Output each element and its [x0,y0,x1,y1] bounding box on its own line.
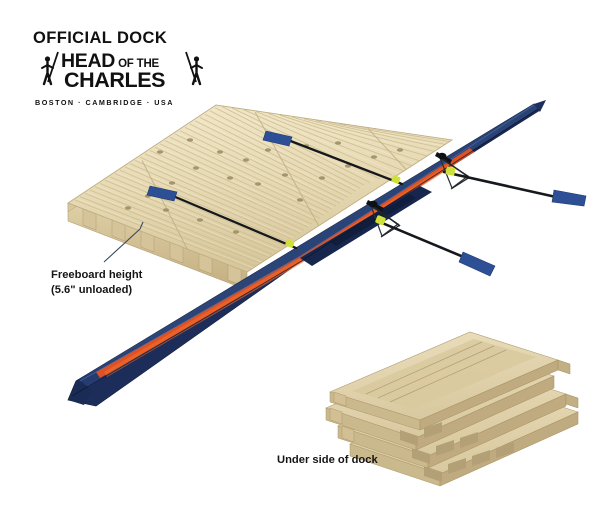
logo-head-text: HEAD [61,49,116,72]
logo-charles-text: CHARLES [64,67,166,92]
underside-connector-tabs [329,391,355,443]
oar-lower-starboard [373,215,496,277]
logo-official-dock-text: OFFICIAL DOCK [33,29,168,47]
oar-on-dock-left [146,185,298,250]
shell-bow [68,379,92,405]
freeboard-annotation: Freeboard height (5.6" unloaded) [51,268,142,298]
oar-on-dock-right [262,130,404,186]
dock-planks [74,106,452,271]
rower-figure-icon [185,51,203,85]
dock-edge-front-left [67,202,248,291]
logo-tagline: BOSTON · CAMBRIDGE · USA [35,98,174,107]
underside-rib [329,331,559,431]
underside-annotation: Under side of dock [277,454,378,466]
oar-upper-starboard [442,166,587,207]
oars-on-dock [146,130,404,250]
rower-figure-icon [41,51,59,85]
logo-of-the-text: OF THE [118,57,160,70]
freeboard-annotation-line2: (5.6" unloaded) [51,283,133,296]
riggers-and-oars-starboard [366,152,587,277]
freeboard-annotation-line1: Freeboard height [51,269,143,281]
dock-underside [325,331,579,487]
freeboard-leader-line [103,221,144,263]
shell-cockpit [300,186,432,266]
shell-stern [534,100,546,112]
dock-hardware-dots [124,138,404,234]
rowing-shell [67,100,546,407]
floating-dock [67,104,454,291]
shell-deck [76,104,539,381]
